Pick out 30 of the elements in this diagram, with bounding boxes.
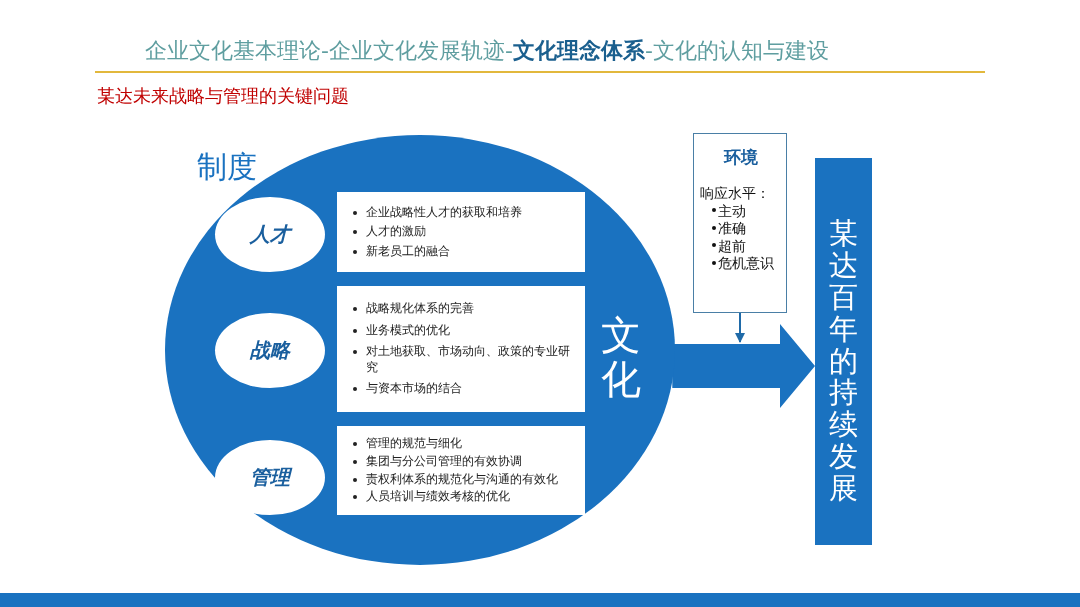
arrow — [735, 312, 745, 343]
bullet-item: 主动 — [718, 202, 746, 219]
bullet-item: 对土地获取、市场动向、政策的专业研究 — [366, 344, 570, 374]
bullet-item: 集团与分公司管理的有效协调 — [366, 453, 522, 468]
page-title: 企业文化基本理论-企业文化发展轨迹-文化理念体系-文化的认知与建设 — [145, 37, 829, 65]
box-text: 响应水平： — [700, 185, 771, 203]
bullet-list-box — [337, 192, 585, 272]
block-arrow — [672, 324, 815, 408]
bullet-list-box — [337, 286, 585, 412]
bullet-item: 危机意识 — [718, 255, 774, 271]
circle-heading: 制度 — [197, 148, 257, 186]
subtitle: 某达未来战略与管理的关键问题 — [97, 84, 349, 108]
circle-label: 文化 — [601, 313, 641, 401]
bullet-item: 人才的激励 — [366, 224, 426, 239]
bullet-item: 新老员工的融合 — [366, 243, 450, 258]
bullet-item: 责权利体系的规范化与沟通的有效化 — [366, 471, 558, 486]
goal-label: 某达百年的持续发展 — [829, 218, 858, 508]
bullet-list-box — [337, 426, 585, 515]
goal-bar — [815, 158, 872, 545]
box-heading: 环境 — [722, 146, 759, 169]
bullet-item: 企业战略性人才的获取和培养 — [366, 204, 522, 219]
bullet-item: 业务模式的优化 — [366, 322, 450, 337]
bullet-item: 战略规化体系的完善 — [366, 301, 474, 315]
environment-box — [693, 133, 787, 313]
bullet-item: 超前 — [718, 237, 746, 254]
bullet-item: 准确 — [718, 220, 746, 236]
bullet-item: 管理的规范与细化 — [366, 436, 462, 451]
topic-label: 战略 — [250, 337, 290, 364]
bullet-item: 人员培训与绩效考核的优化 — [366, 489, 510, 504]
bullet-item: 与资本市场的结合 — [366, 381, 462, 396]
